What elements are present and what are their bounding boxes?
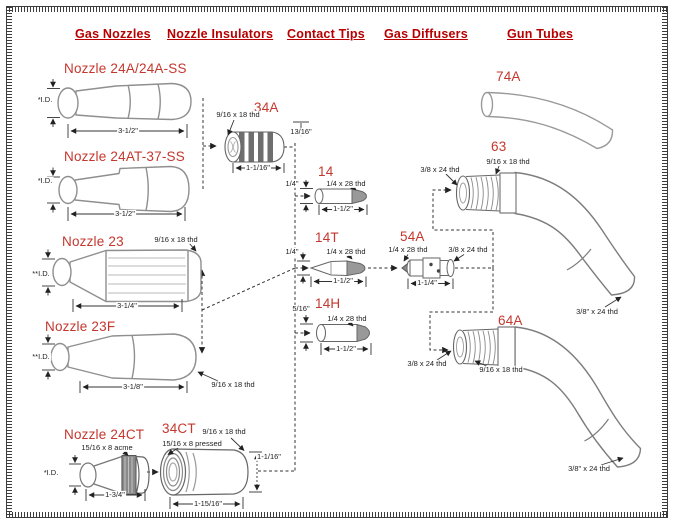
dim-nozzle24ct-id: *I.D. <box>42 467 60 478</box>
border-left <box>6 6 12 518</box>
border-right <box>662 6 668 518</box>
label-insulator-34ct: 34CT <box>162 421 196 436</box>
dim-63-thread-top: 9/16 x 18 thd <box>485 156 531 167</box>
dim-nozzle23-thread: 9/16 x 18 thd <box>153 234 199 245</box>
dim-tip14-length: 1-1/2" <box>332 203 354 214</box>
dim-54a-thread-rear: 3/8 x 24 thd <box>447 244 489 255</box>
dim-tip14t-thread: 1/4 x 28 thd <box>325 246 367 257</box>
label-tip-14: 14 <box>318 164 334 179</box>
dim-nozzle23f-id: **I.D. <box>31 351 51 362</box>
dim-34ct-od: 1-1/16" <box>256 451 282 462</box>
dim-nozzle24a-length: 3-1/2" <box>117 125 139 136</box>
dim-nozzle24a-id: *I.D. <box>36 94 54 105</box>
insulator-34a-drawing <box>224 131 285 163</box>
label-nozzle-24a: Nozzle 24A/24A-SS <box>64 61 187 76</box>
dim-34a-length: 1-1/16" <box>245 162 271 173</box>
dim-tip14h-length: 1-1/2" <box>335 343 357 354</box>
dim-tip14h-dia: 5/16" <box>291 303 311 314</box>
dim-34ct-press: 15/16 x 8 pressed <box>161 438 223 449</box>
label-tube-74a: 74A <box>496 69 521 84</box>
dim-63-thread-end: 3/8" x 24 thd <box>575 306 619 317</box>
dim-34ct-thread: 9/16 x 18 thd <box>201 426 247 437</box>
dim-tip14t-dia: 1/4" <box>284 246 300 257</box>
contact-tip-14t-drawing <box>309 260 366 277</box>
label-tube-64a: 64A <box>498 313 523 328</box>
label-tube-63: 63 <box>491 139 507 154</box>
dim-54a-length: 1-1/4" <box>416 277 438 288</box>
gun-tube-63-drawing <box>455 171 636 296</box>
dim-nozzle24ct-thread: 15/16 x 8 acme <box>80 442 134 453</box>
dim-64a-thread-side: 3/8 x 24 thd <box>406 358 448 369</box>
nav-nozzle-insulators[interactable]: Nozzle Insulators <box>167 27 274 41</box>
nav-contact-tips[interactable]: Contact Tips <box>287 27 365 41</box>
dim-54a-thread-front: 1/4 x 28 thd <box>387 244 429 255</box>
nav-gas-diffusers[interactable]: Gas Diffusers <box>384 27 468 41</box>
dim-tip14t-length: 1-1/2" <box>332 275 354 286</box>
dim-nozzle24at-length: 3-1/2" <box>114 208 136 219</box>
insulator-34ct-drawing <box>159 448 249 496</box>
dim-tip14h-thread: 1/4 x 28 thd <box>326 313 368 324</box>
gun-tube-64a-drawing <box>452 326 642 468</box>
dim-tip14-thread: 1/4 x 28 thd <box>325 178 367 189</box>
dim-nozzle23f-thread: 9/16 x 18 thd <box>210 379 256 390</box>
dim-34a-thread: 9/16 x 18 thd <box>215 109 261 120</box>
contact-tip-14-drawing <box>314 188 368 205</box>
dim-34a-od: 13/16" <box>289 126 313 137</box>
label-diffuser-54a: 54A <box>400 229 425 244</box>
border-bottom <box>6 512 668 518</box>
gun-tube-74a-drawing <box>480 91 614 150</box>
nozzle-24ct-drawing <box>79 455 150 495</box>
nav-gas-nozzles[interactable]: Gas Nozzles <box>75 27 151 41</box>
nozzle-23f-drawing <box>50 333 197 381</box>
dim-63-thread-side: 3/8 x 24 thd <box>419 164 461 175</box>
diffuser-54a-drawing <box>401 257 455 279</box>
dashed-connectors <box>147 98 494 476</box>
dim-nozzle24at-id: *I.D. <box>36 175 54 186</box>
dim-64a-thread-end: 3/8" x 24 thd <box>567 463 611 474</box>
dim-tip14-dia: 1/4" <box>284 178 300 189</box>
label-tip-14t: 14T <box>315 230 339 245</box>
dim-nozzle23-id: **I.D. <box>31 268 51 279</box>
nav-gun-tubes[interactable]: Gun Tubes <box>507 27 574 41</box>
nozzle-23-drawing <box>52 249 202 303</box>
dim-64a-thread-top: 9/16 x 18 thd <box>478 364 524 375</box>
label-tip-14h: 14H <box>315 296 341 311</box>
contact-tip-14h-drawing <box>316 323 371 343</box>
dim-34ct-length: 1-15/16" <box>192 498 224 509</box>
dim-nozzle24ct-length: 1-3/4" <box>104 489 126 500</box>
label-nozzle-24at: Nozzle 24AT-37-SS <box>64 149 185 164</box>
dim-nozzle23-length: 3-1/4" <box>116 300 138 311</box>
nozzle-24at-drawing <box>58 165 190 213</box>
label-nozzle-23: Nozzle 23 <box>62 234 124 249</box>
label-nozzle-23f: Nozzle 23F <box>45 319 116 334</box>
label-nozzle-24ct: Nozzle 24CT <box>64 427 145 442</box>
border-top <box>6 6 668 12</box>
nozzle-24a-drawing <box>57 82 192 121</box>
dim-nozzle23f-length: 3-1/8" <box>122 381 144 392</box>
